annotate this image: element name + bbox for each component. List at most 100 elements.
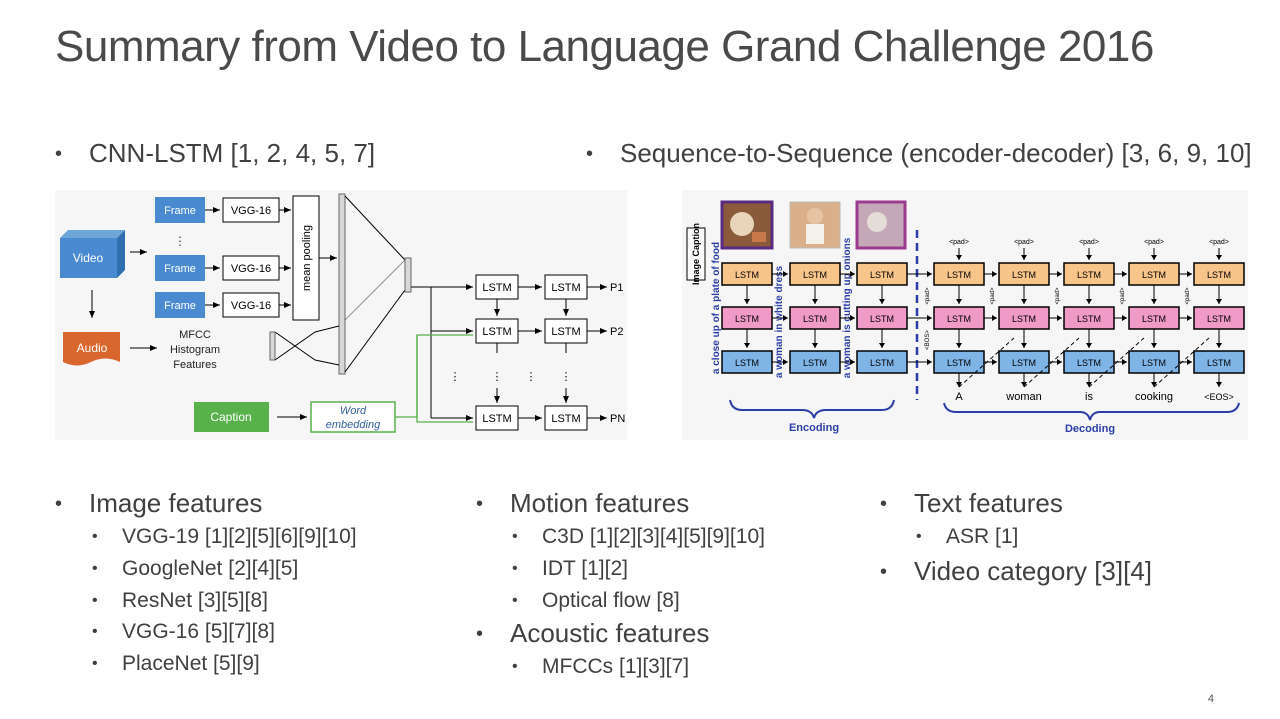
audio-label: Audio — [77, 341, 108, 355]
slide-title: Summary from Video to Language Grand Cha… — [55, 22, 1154, 71]
heading-text-features: •Text features — [880, 488, 1063, 518]
bullet-label: CNN-LSTM [1, 2, 4, 5, 7] — [89, 138, 376, 168]
mfcc-label: MFCC — [179, 329, 211, 341]
pn-label: PN — [610, 413, 625, 425]
decoding-brace — [943, 402, 1240, 421]
lstm-label: LSTM — [803, 314, 827, 324]
p2-label: P2 — [610, 326, 623, 338]
pad-label: <pad> — [1185, 287, 1191, 305]
frame-thumbnail — [855, 200, 907, 250]
lstm-label: LSTM — [735, 314, 759, 324]
list-item: •PlaceNet [5][9] — [92, 652, 260, 675]
word-embedding-box — [310, 401, 396, 433]
output-word: woman — [1005, 391, 1041, 403]
bullet-seq2seq: •Sequence-to-Sequence (encoder-decoder) … — [586, 138, 1252, 168]
feature-item: ASR [1] — [946, 525, 1019, 548]
caption-text: a woman in white dress — [774, 265, 785, 378]
list-item: •IDT [1][2] — [512, 557, 628, 580]
feature-item: C3D [1][2][3][4][5][9][10] — [542, 525, 765, 548]
lstm-label: LSTM — [1077, 314, 1101, 324]
features-label: Features — [173, 359, 217, 371]
heading-acoustic-features: •Acoustic features — [476, 618, 710, 648]
vgg-label: VGG-16 — [231, 205, 271, 217]
mean-pooling-box — [292, 195, 320, 321]
caption-label: Caption — [210, 410, 251, 424]
feature-heading: Text features — [914, 488, 1063, 518]
bullet-label: Sequence-to-Sequence (encoder-decoder) [… — [620, 138, 1252, 168]
video-cube: Video — [60, 230, 125, 278]
lstm-label: LSTM — [735, 358, 759, 368]
lstm-label: LSTM — [735, 270, 759, 280]
lstm-label: LSTM — [870, 270, 894, 280]
image-caption-label: Image Caption — [691, 223, 701, 285]
mean-pooling-label: mean pooling — [301, 225, 313, 291]
feature-heading: Video category [3][4] — [914, 556, 1153, 586]
feature-heading: Image features — [89, 488, 263, 518]
encoding-brace — [729, 399, 895, 419]
list-item: •VGG-16 [5][7][8] — [92, 620, 275, 643]
pad-label: <pad> — [949, 239, 969, 246]
embedding-label: embedding — [326, 419, 381, 431]
frame-row: Frame VGG-16 — [155, 292, 291, 318]
lstm-label: LSTM — [1142, 314, 1166, 324]
vdots: ⋮ — [450, 371, 461, 383]
lstm-label: LSTM — [803, 358, 827, 368]
lstm-label: LSTM — [947, 270, 971, 280]
lstm-label: LSTM — [551, 326, 580, 338]
decoding-label: Decoding — [1065, 423, 1115, 435]
pad-label: <pad> — [1120, 287, 1126, 305]
lstm-label: LSTM — [1207, 270, 1231, 280]
bullet-cnn-lstm: •CNN-LSTM [1, 2, 4, 5, 7] — [55, 138, 376, 168]
feature-item: PlaceNet [5][9] — [122, 652, 260, 675]
lstm-label: LSTM — [482, 413, 511, 425]
seq2seq-diagram: Image Caption a close up of a plate of f… — [682, 190, 1248, 440]
feature-item: MFCCs [1][3][7] — [542, 655, 690, 678]
frame-row: Frame VGG-16 — [155, 255, 291, 281]
encoder-lstm-grid: LSTM LSTM LSTM LSTM LSTM LSTM LSTM LSTM … — [721, 262, 908, 374]
feature-item: IDT [1][2] — [542, 557, 628, 580]
caption-block — [194, 402, 269, 432]
output-word: is — [1085, 391, 1093, 403]
output-word: cooking — [1135, 391, 1173, 403]
bos-label: <BOS> — [925, 330, 931, 350]
audio-block — [63, 332, 120, 366]
fc-layer — [338, 193, 346, 375]
pad-label: <pad> — [1144, 239, 1164, 246]
feature-item: ResNet [3][5][8] — [122, 589, 268, 612]
list-item: •C3D [1][2][3][4][5][9][10] — [512, 525, 765, 548]
feature-item: VGG-19 [1][2][5][6][9][10] — [122, 525, 357, 548]
pad-label: <pad> — [1055, 287, 1061, 305]
frame-label: Frame — [164, 205, 196, 217]
vdots: ⋮ — [561, 371, 572, 383]
lstm-grid: LSTM LSTM LSTM LSTM LSTM LSTM ⋮ ⋮ ⋮ ⋮ P1… — [450, 274, 625, 431]
vdots: ⋮ — [526, 371, 537, 383]
pad-label: <pad> — [1014, 239, 1034, 246]
cnn-lstm-diagram: Video Audio MFCC Histogram Features Fram… — [55, 190, 627, 440]
lstm-label: LSTM — [803, 270, 827, 280]
lstm-label: LSTM — [870, 358, 894, 368]
frame-ellipsis: ⋮ — [174, 234, 186, 248]
lstm-label: LSTM — [1012, 314, 1036, 324]
decoder-lstm-grid: LSTM LSTM LSTM LSTM LSTM LSTM LSTM LSTM … — [933, 262, 1245, 374]
pad-label: <pad> — [1209, 239, 1229, 246]
vgg-label: VGG-16 — [231, 300, 271, 312]
vdots: ⋮ — [492, 371, 503, 383]
feature-item: VGG-16 [5][7][8] — [122, 620, 275, 643]
lstm-label: LSTM — [947, 358, 971, 368]
pad-label: <pad> — [925, 287, 931, 305]
page-number: 4 — [1207, 693, 1214, 705]
list-item: •GoogleNet [2][4][5] — [92, 557, 299, 580]
heading-motion-features: •Motion features — [476, 488, 690, 518]
list-item: •ASR [1] — [916, 525, 1019, 548]
feature-item: GoogleNet [2][4][5] — [122, 557, 299, 580]
lstm-label: LSTM — [1207, 314, 1231, 324]
pad-label: <pad> — [1079, 239, 1099, 246]
feature-heading: Motion features — [510, 488, 690, 518]
frame-label: Frame — [164, 263, 196, 275]
output-word: <EOS> — [1204, 392, 1234, 402]
frame-thumbnail — [789, 201, 841, 249]
list-item: •MFCCs [1][3][7] — [512, 655, 690, 678]
video-label: Video — [73, 251, 104, 265]
fc-layer — [404, 257, 412, 293]
lstm-label: LSTM — [1077, 270, 1101, 280]
